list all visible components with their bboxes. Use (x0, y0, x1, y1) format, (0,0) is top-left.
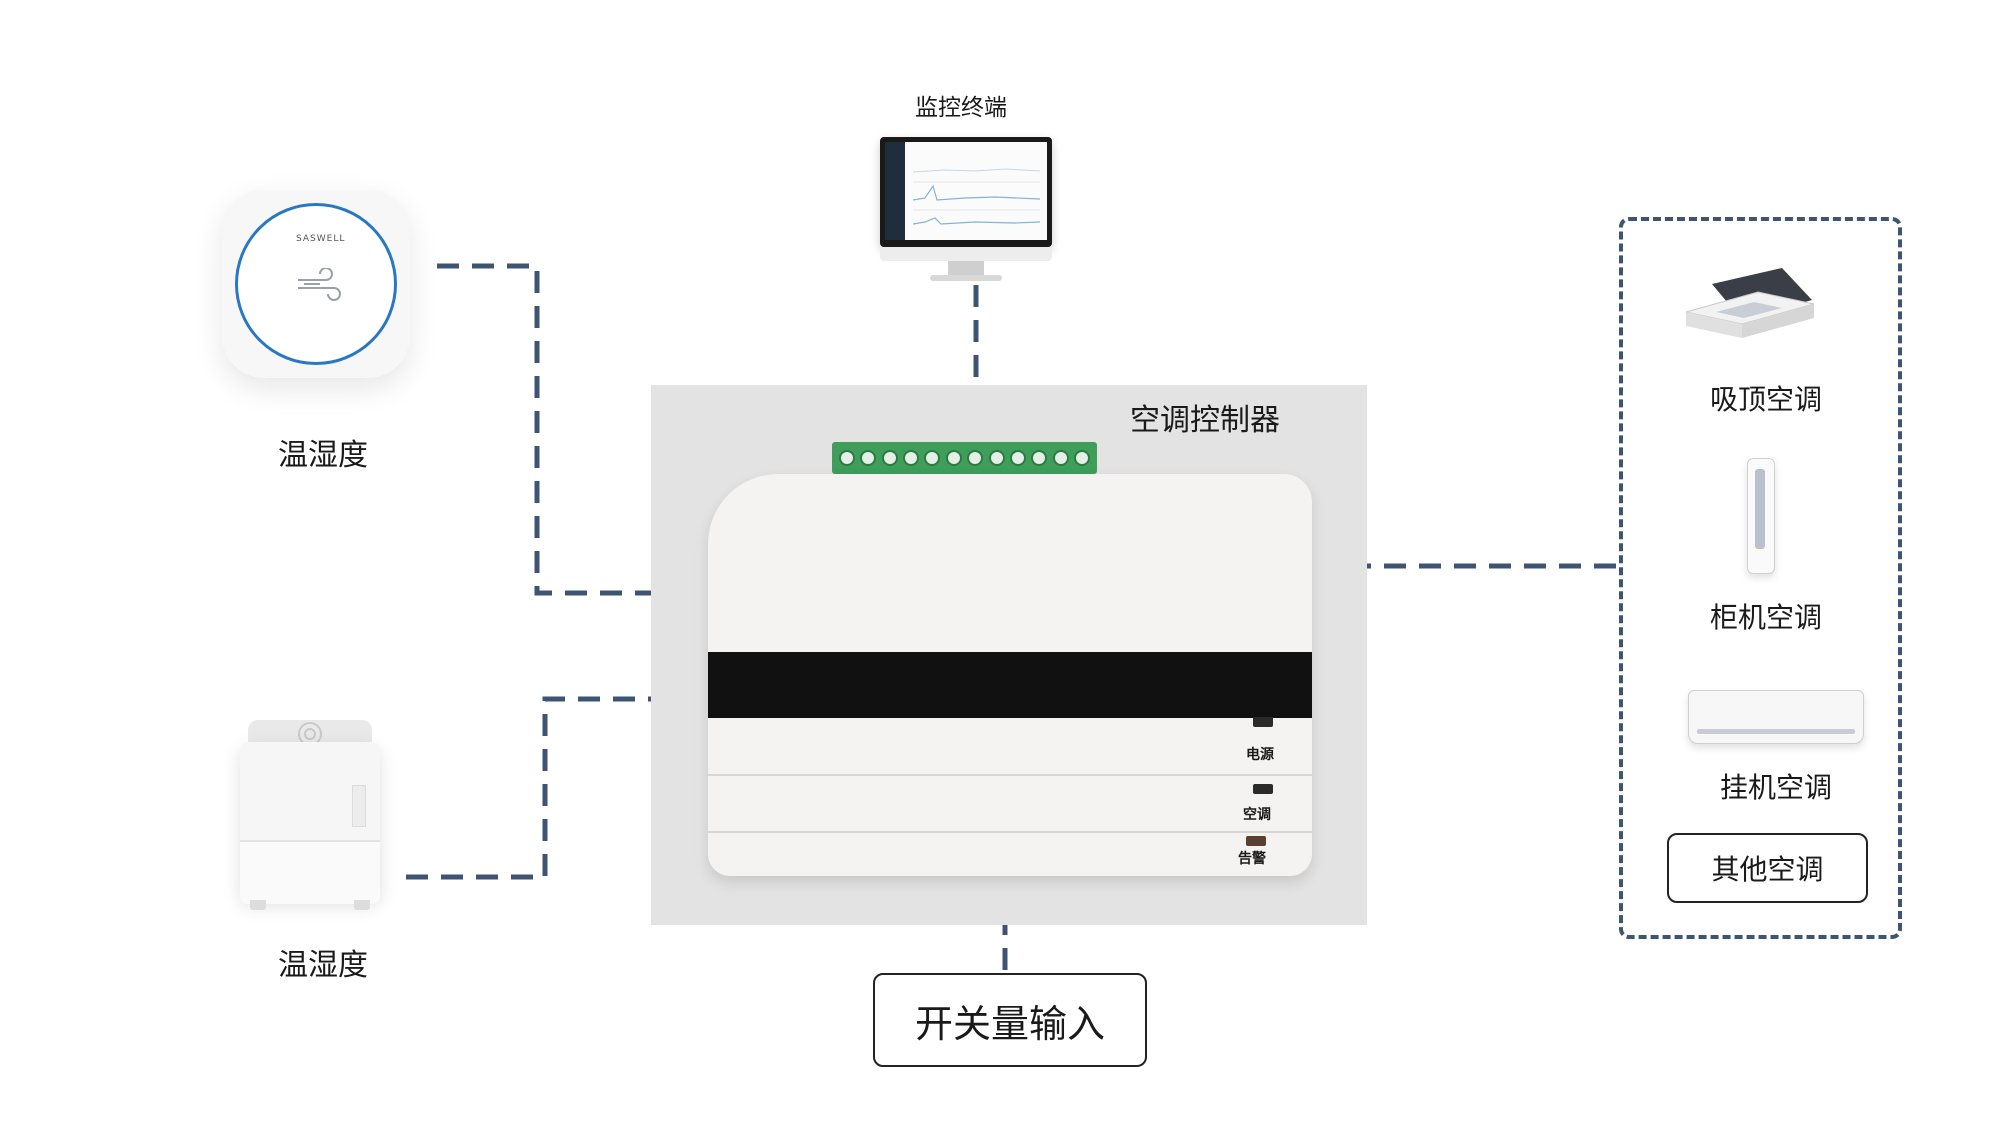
monitor-stand (948, 261, 984, 275)
ac-cassette-label: 吸顶空调 (1710, 383, 1823, 416)
controller-device: 电源 空调 告警 (708, 474, 1312, 876)
sensor-brand: SASWELL (296, 234, 346, 244)
terminal-block (832, 442, 1097, 474)
controller-title: 空调控制器 (1130, 403, 1280, 438)
cassette-ac-icon (1685, 268, 1815, 338)
monitor-chin (880, 247, 1052, 261)
alarm-led (1246, 836, 1266, 846)
wind-icon (298, 268, 341, 301)
ac-led (1253, 784, 1273, 794)
indicator-power-label: 电源 (1246, 747, 1274, 763)
connector-sensor-top (437, 263, 700, 596)
indicator-ac-label: 空调 (1243, 807, 1271, 823)
sensor-ring: SASWELL (235, 203, 397, 365)
ac-wall-label: 挂机空调 (1720, 771, 1833, 804)
sensor-bottom-label: 温湿度 (278, 948, 368, 983)
monitor-label: 监控终端 (915, 95, 1007, 121)
humidity-sensor: SASWELL (222, 190, 410, 378)
ac-tower-label: 柜机空调 (1710, 601, 1823, 634)
other-ac-box: 其他空调 (1667, 833, 1868, 903)
sensor-top-label: 温湿度 (278, 438, 368, 473)
tower-ac-icon (1747, 458, 1775, 574)
dashboard-chart-icon (912, 168, 1041, 225)
indicator-alarm-label: 告警 (1238, 851, 1266, 867)
monitor-base (930, 275, 1002, 281)
power-led (1253, 717, 1273, 727)
ac-group-box (1619, 217, 1902, 939)
wall-ac-icon (1688, 690, 1864, 744)
humidifier-device (240, 720, 380, 920)
connector-sensor-bottom (406, 696, 708, 880)
monitor-icon (880, 137, 1052, 247)
switch-input-box: 开关量输入 (873, 973, 1147, 1067)
controller-display-band (708, 652, 1312, 718)
